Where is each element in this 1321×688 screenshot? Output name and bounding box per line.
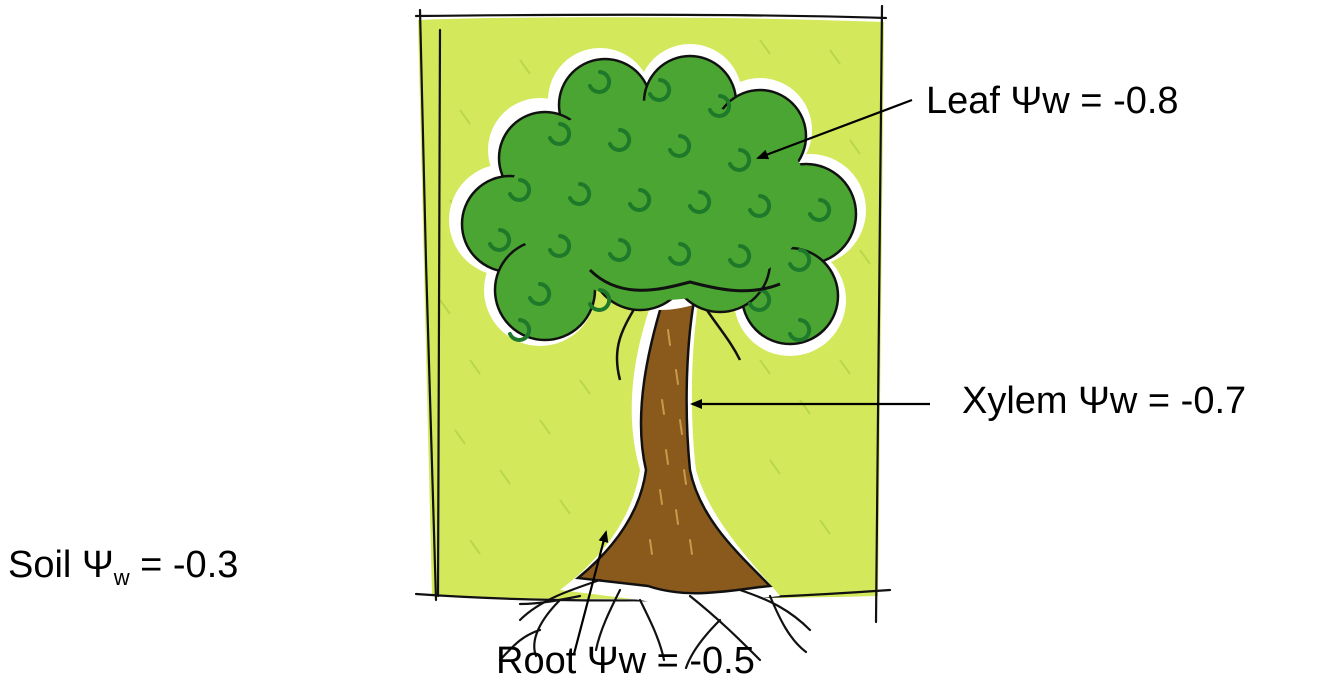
pointer-arrows [572,98,930,655]
xylem-label-name: Xylem [962,380,1068,422]
root-label: Root Ψw = -0.5 [496,642,755,680]
root-label-name: Root [496,640,577,682]
leaf-psi-symbol: Ψ [1010,80,1043,122]
xylem-equals: = [1147,380,1171,422]
tree-canopy [449,44,866,356]
xylem-psi-symbol: Ψ [1078,380,1110,422]
soil-label: Soil Ψw = -0.3 [8,544,239,589]
xylem-label: Xylem Ψw = -0.7 [962,382,1246,420]
xylem-psi-subscript: w [1109,380,1138,422]
soil-value: -0.3 [172,544,239,586]
root-equals: = [656,640,679,682]
leaf-psi-subscript: w [1042,80,1070,122]
canopy-swirls [488,70,832,342]
root-value: -0.5 [689,640,755,682]
leaf-arrow [756,98,913,160]
root-arrow [572,530,609,655]
xylem-value: -0.7 [1180,380,1247,422]
tree-roots [498,578,812,670]
leaf-value: -0.8 [1113,80,1179,122]
root-psi-subscript: w [618,640,647,682]
soil-psi-symbol: Ψ [81,544,114,586]
soil-psi-subscript: w [113,565,130,590]
leaf-label-name: Leaf [926,80,1000,122]
leaf-equals: = [1080,80,1103,122]
root-psi-symbol: Ψ [586,640,619,682]
soil-equals: = [140,544,163,586]
tree-trunk [560,280,780,605]
leaf-label: Leaf Ψw = -0.8 [926,82,1179,120]
soil-label-name: Soil [8,544,72,586]
